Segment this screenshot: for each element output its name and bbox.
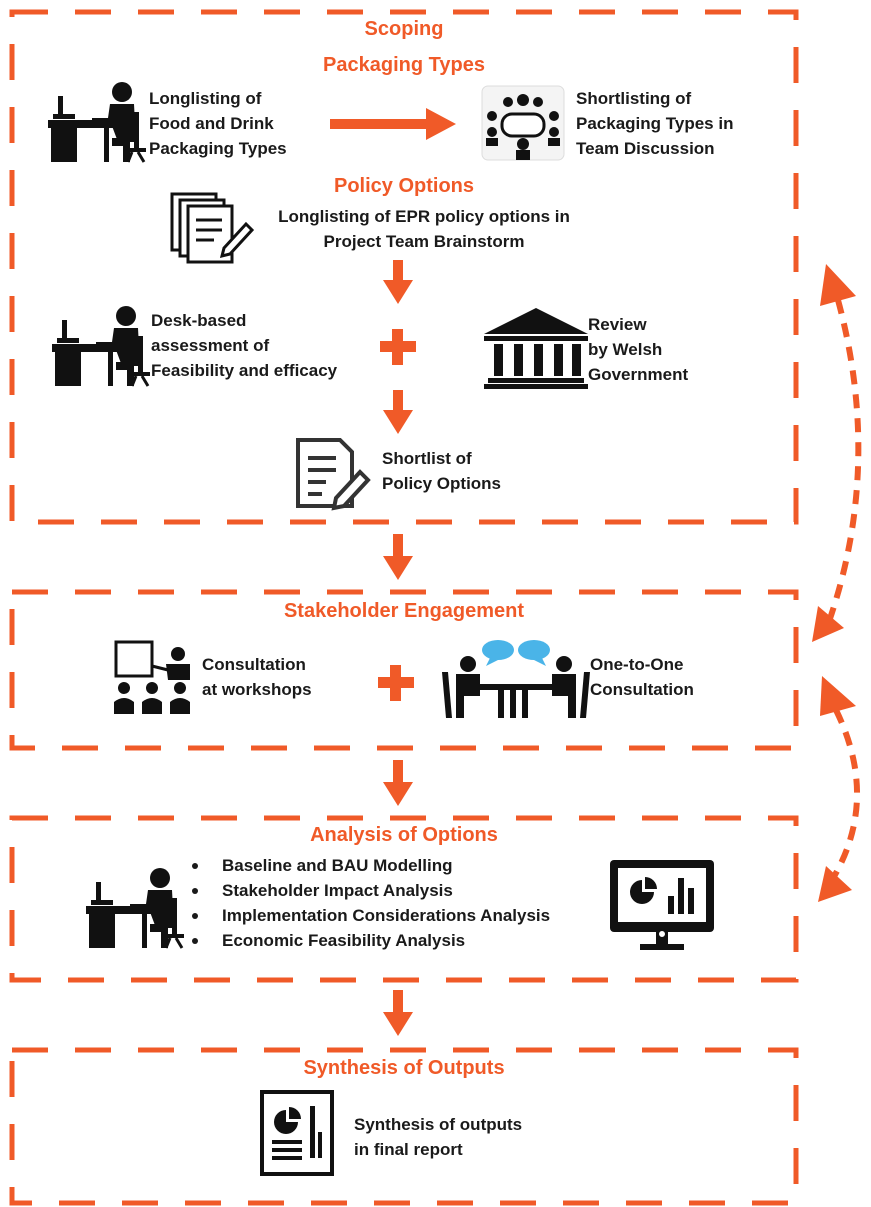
list-item: Economic Feasibility Analysis — [190, 928, 550, 953]
person-at-desk-icon — [50, 304, 152, 388]
stakeholder-engagement-heading: Stakeholder Engagement — [283, 600, 525, 622]
synthesis-border — [9, 1047, 799, 1206]
list-item: Baseline and BAU Modelling — [190, 853, 550, 878]
longlisting-packaging-label: Longlisting of Food and Drink Packaging … — [149, 89, 287, 158]
scoping-heading: Scoping — [364, 18, 444, 40]
policy-options-heading: Policy Options — [333, 175, 475, 197]
person-at-desk-icon — [46, 80, 148, 164]
list-item: Stakeholder Impact Analysis — [190, 878, 550, 903]
feedback-arrowhead — [820, 676, 856, 716]
analysis-bullet-list: Baseline and BAU Modelling Stakeholder I… — [190, 853, 550, 953]
feedback-arrowhead — [820, 264, 856, 306]
stakeholder-border — [9, 589, 799, 751]
feedback-arrowhead — [812, 606, 844, 642]
analysis-border — [9, 815, 799, 983]
shortlist-policy-label: Shortlist of Policy Options — [382, 449, 502, 493]
final-report-label: Synthesis of outputs in final report — [354, 1115, 523, 1159]
arrow-assessment-down — [383, 390, 413, 434]
arrow-longlist-to-shortlist — [330, 108, 456, 140]
documents-icon — [170, 192, 255, 264]
plus-sign-policy — [380, 329, 416, 365]
section-borders — [9, 9, 799, 1206]
arrow-stakeholder-to-analysis — [383, 760, 413, 806]
longlisting-policy-label: Longlisting of EPR policy options in Pro… — [278, 207, 570, 251]
report-icon — [260, 1090, 334, 1176]
government-building-icon — [484, 308, 588, 389]
scoping-border — [9, 9, 799, 525]
workshop-consultation-label: Consultation at workshops — [202, 655, 312, 699]
team-meeting-icon — [481, 85, 565, 161]
packaging-types-heading: Packaging Types — [323, 54, 485, 76]
arrow-scoping-to-stakeholder — [383, 534, 413, 580]
arrow-brainstorm-down — [383, 260, 413, 304]
one-to-one-chat-icon — [442, 640, 590, 718]
person-at-desk-icon — [84, 866, 186, 950]
desk-assessment-label: Desk-based assessment of Feasibility and… — [151, 311, 338, 380]
synthesis-of-outputs-heading: Synthesis of Outputs — [303, 1057, 505, 1079]
arrow-analysis-to-synthesis — [383, 990, 413, 1036]
analysis-of-options-heading: Analysis of Options — [310, 824, 498, 846]
one-to-one-consultation-label: One-to-One Consultation — [590, 655, 694, 699]
feedback-arrowhead — [818, 866, 852, 902]
welsh-government-review-label: Review by Welsh Government — [588, 315, 689, 384]
list-item: Implementation Considerations Analysis — [190, 903, 550, 928]
checklist-icon — [296, 438, 371, 511]
shortlisting-packaging-label: Shortlisting of Packaging Types in Team … — [576, 89, 734, 158]
feedback-arrows — [823, 299, 862, 882]
plus-sign-stakeholder — [378, 665, 414, 701]
presentation-icon — [114, 640, 190, 714]
monitor-chart-icon — [610, 860, 714, 950]
